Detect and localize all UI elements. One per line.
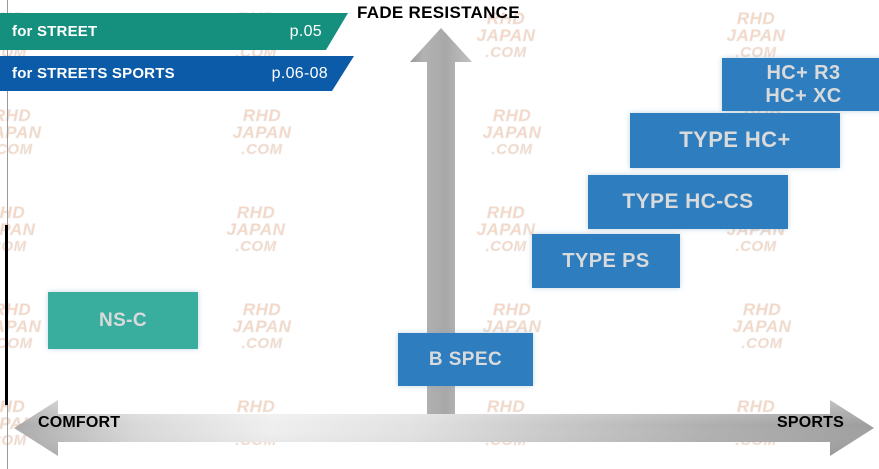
comfort-axis-label: COMFORT bbox=[38, 414, 121, 431]
product-label-type-hc-plus: TYPE HC+ bbox=[679, 127, 791, 153]
fade-resistance-arrow bbox=[410, 28, 472, 422]
banner-streets-sports-title: for STREETS SPORTS bbox=[12, 65, 175, 82]
banner-for-streets-sports[interactable]: for STREETS SPORTS p.06-08 bbox=[0, 56, 354, 91]
banner-for-street[interactable]: for STREET p.05 bbox=[0, 13, 348, 50]
sports-axis-label: SPORTS bbox=[777, 414, 844, 431]
product-box-b-spec[interactable]: B SPEC bbox=[398, 333, 533, 386]
left-axis-rule-thick bbox=[5, 225, 8, 405]
product-label-type-ps: TYPE PS bbox=[562, 249, 650, 272]
product-label-hc-plus-r3-xc: HC+ R3 HC+ XC bbox=[765, 62, 842, 107]
comfort-sports-arrow bbox=[14, 398, 874, 458]
banner-street-page: p.05 bbox=[289, 22, 322, 40]
product-label-type-hc-cs: TYPE HC-CS bbox=[622, 190, 754, 214]
product-label-b-spec: B SPEC bbox=[428, 348, 503, 370]
product-label-ns-c: NS-C bbox=[98, 309, 148, 331]
product-box-type-hc-plus[interactable]: TYPE HC+ bbox=[630, 113, 840, 168]
product-box-ns-c[interactable]: NS-C bbox=[48, 292, 198, 349]
product-box-hc-plus-r3-xc[interactable]: HC+ R3 HC+ XC bbox=[722, 58, 879, 111]
fade-resistance-axis-label: FADE RESISTANCE bbox=[357, 3, 520, 22]
banner-streets-sports-page: p.06-08 bbox=[271, 64, 328, 82]
product-box-type-hc-cs[interactable]: TYPE HC-CS bbox=[588, 175, 788, 229]
product-box-type-ps[interactable]: TYPE PS bbox=[532, 234, 680, 288]
banner-street-title: for STREET bbox=[12, 23, 98, 40]
